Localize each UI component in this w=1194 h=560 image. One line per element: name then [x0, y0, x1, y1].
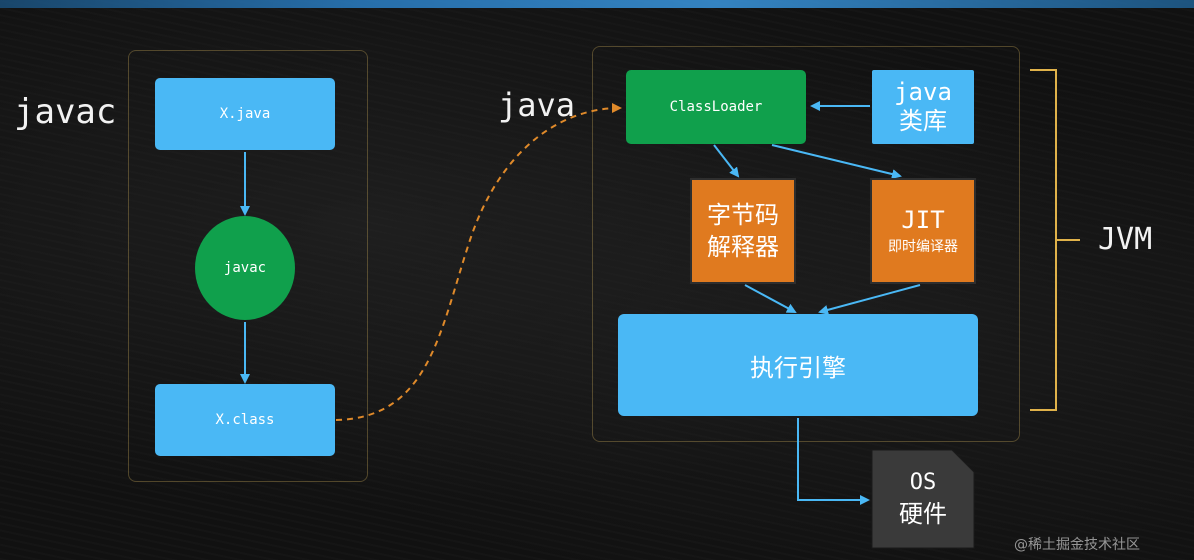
jit-line2: 即时编译器 [888, 239, 958, 255]
jit-line1: JIT [901, 206, 945, 234]
jvm-bracket [1030, 69, 1057, 411]
os-hardware-box: OS 硬件 [872, 450, 974, 548]
arrow-engine-to-os [797, 418, 870, 505]
top-stripe [0, 0, 1194, 8]
watermark-text: @稀土掘金技术社区 [1014, 537, 1140, 553]
arrow-xclass-to-classloader [335, 103, 622, 421]
javac-label: javac [14, 92, 117, 132]
os-box-shape [871, 449, 975, 549]
os-line1: OS [909, 470, 937, 495]
java-label: java [498, 86, 576, 124]
arrow-classloader-to-jit [771, 144, 902, 179]
arrow-interpreter-to-engine [744, 284, 797, 313]
x-class-text: X.class [215, 412, 275, 428]
java-lib-line1: java [894, 78, 952, 106]
interpreter-line2: 解释器 [707, 233, 779, 261]
compile-frame [128, 50, 368, 482]
javac-circle-text: javac [223, 260, 267, 276]
x-java-text: X.java [219, 106, 271, 122]
java-lib-box: java 类库 [872, 70, 974, 144]
classloader-text: ClassLoader [669, 99, 763, 115]
x-java-box: X.java [155, 78, 335, 150]
bytecode-interpreter-box: 字节码 解释器 [690, 178, 796, 284]
os-line2: 硬件 [899, 500, 947, 528]
classloader-box: ClassLoader [626, 70, 806, 144]
arrow-jit-to-engine [818, 284, 921, 315]
jit-compiler-box: JIT 即时编译器 [870, 178, 976, 284]
execution-engine-text: 执行引擎 [750, 353, 846, 382]
javac-circle: javac [195, 216, 295, 320]
jvm-label: JVM [1098, 222, 1153, 257]
java-lib-line2: 类库 [899, 107, 947, 135]
jvm-frame [592, 46, 1020, 442]
arrow-classloader-to-interpreter [713, 144, 740, 178]
x-class-box: X.class [155, 384, 335, 456]
interpreter-line1: 字节码 [707, 201, 779, 229]
execution-engine-box: 执行引擎 [618, 314, 978, 416]
